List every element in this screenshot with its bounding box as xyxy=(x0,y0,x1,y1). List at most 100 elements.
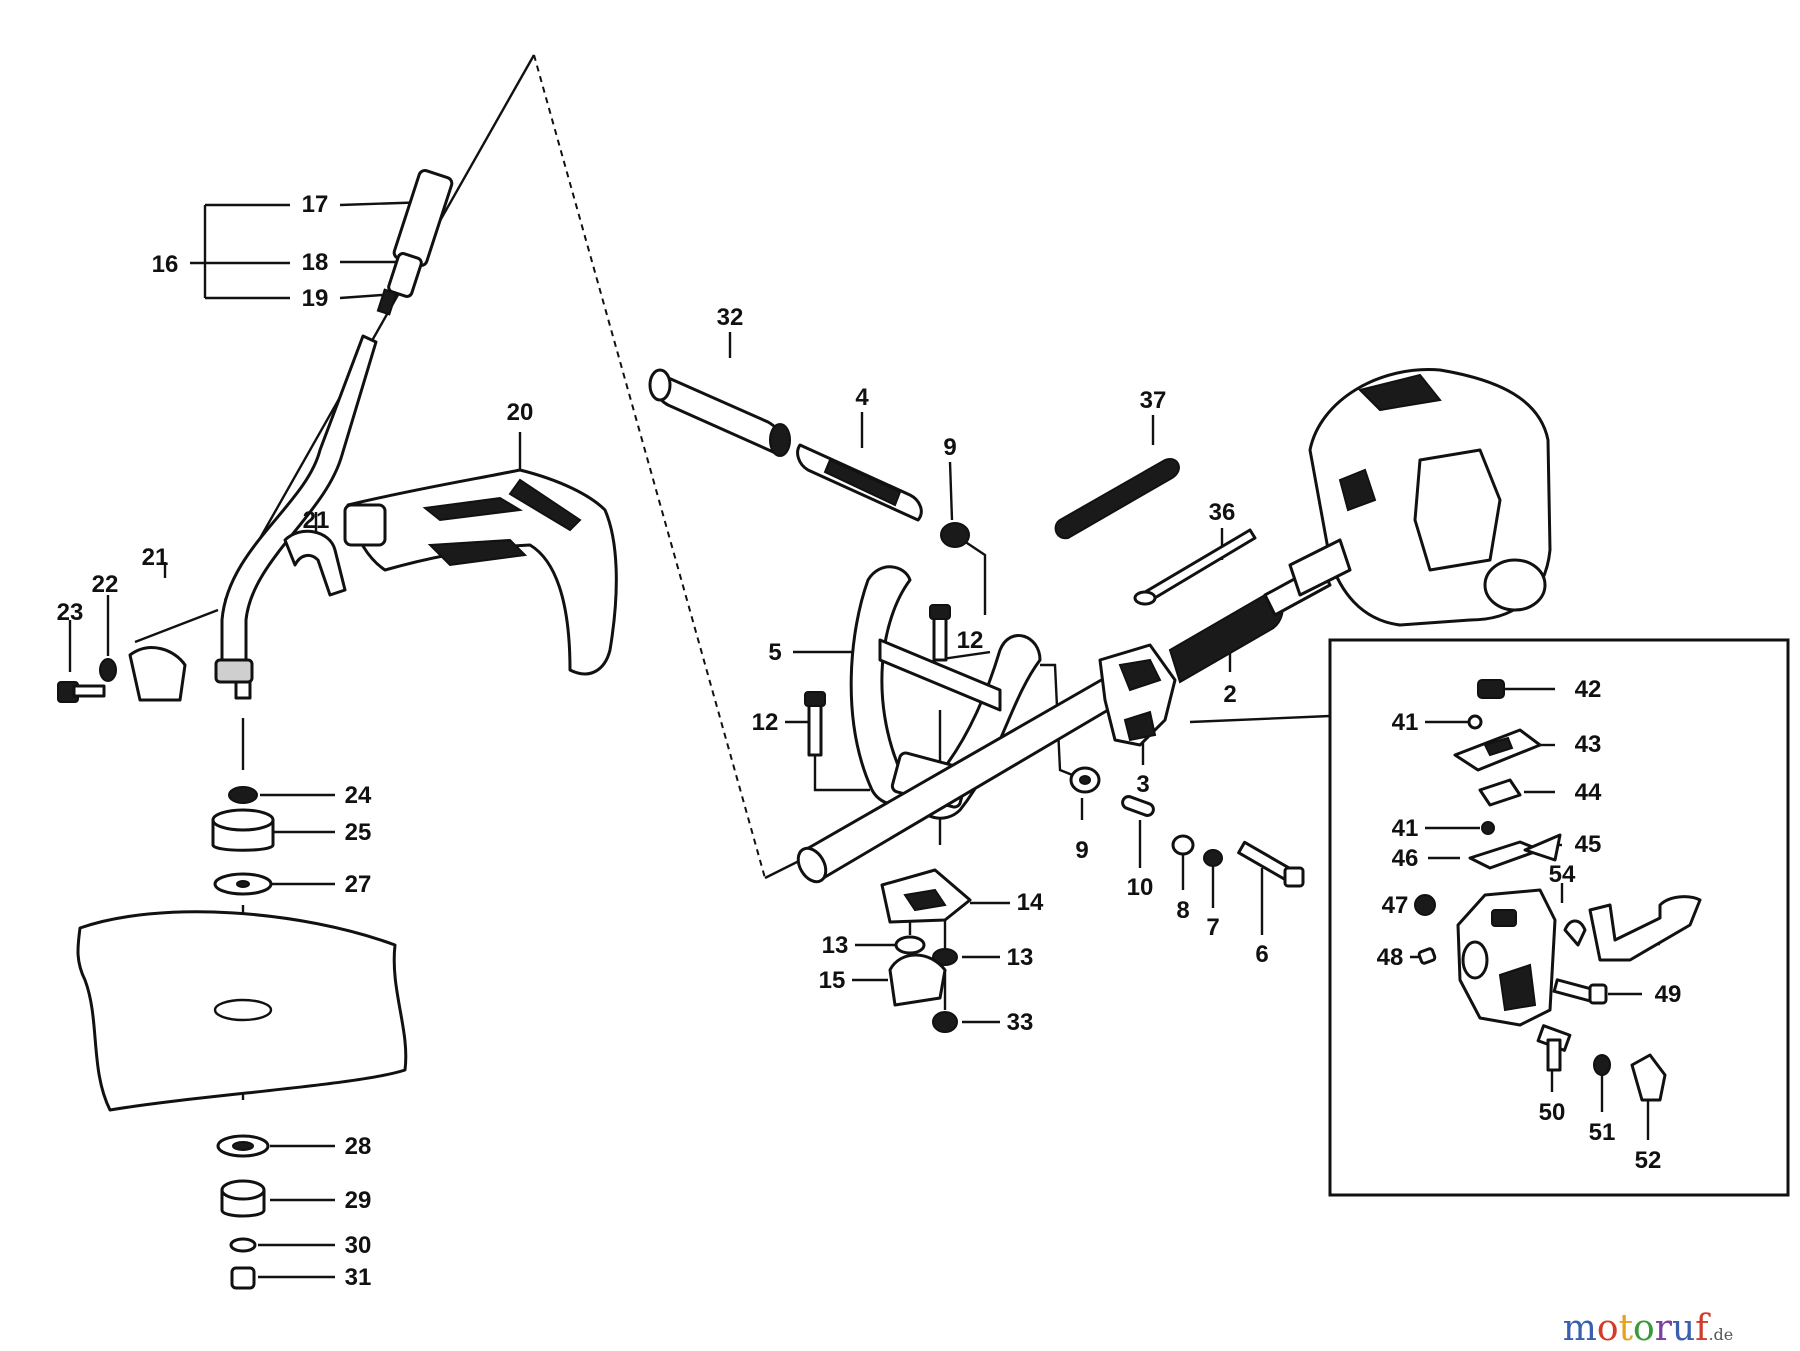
shaft-end xyxy=(234,680,252,700)
watermark-letter: m xyxy=(1563,1308,1597,1349)
shaft-collar xyxy=(214,658,254,684)
label-p20: 20 xyxy=(507,399,534,426)
spring-41-b xyxy=(1481,821,1495,835)
saw-blade xyxy=(76,910,408,1112)
lever-54 xyxy=(1588,895,1702,962)
washer-24 xyxy=(228,786,258,804)
nut-33 xyxy=(932,1011,958,1033)
spring-4 xyxy=(796,443,923,522)
part-number-labels: 17 18 19 16 20 21 21 22 23 24 25 27 28 2… xyxy=(57,191,1682,1291)
watermark-tld: .de xyxy=(1708,1325,1733,1344)
inset-box xyxy=(1328,638,1790,1197)
label-p41a: 41 xyxy=(1392,709,1419,736)
grip-32 xyxy=(648,368,791,457)
label-p48: 48 xyxy=(1377,944,1404,971)
watermark-letter: r xyxy=(1655,1308,1673,1349)
label-p31: 31 xyxy=(345,1264,372,1291)
label-p27: 27 xyxy=(345,871,372,898)
nut-7 xyxy=(1203,849,1223,867)
part-44 xyxy=(1478,778,1522,807)
label-p42: 42 xyxy=(1575,676,1602,703)
cap-42 xyxy=(1477,679,1505,699)
label-p50: 50 xyxy=(1539,1099,1566,1126)
washer-13-a xyxy=(894,935,926,955)
label-p5: 5 xyxy=(768,639,781,666)
label-p30: 30 xyxy=(345,1232,372,1259)
label-p37: 37 xyxy=(1140,387,1167,414)
label-p28: 28 xyxy=(345,1133,372,1160)
label-p24: 24 xyxy=(345,782,372,809)
label-p12a: 12 xyxy=(957,627,984,654)
label-p9b: 9 xyxy=(1075,837,1088,864)
label-p23: 23 xyxy=(57,599,84,626)
clamp-21-lower xyxy=(128,646,187,702)
label-p12b: 12 xyxy=(752,709,779,736)
label-p7: 7 xyxy=(1206,914,1219,941)
watermark-letter: u xyxy=(1672,1308,1695,1349)
label-p46: 46 xyxy=(1392,845,1419,872)
drive-shaft-assembly xyxy=(214,169,454,700)
label-p21b: 21 xyxy=(142,544,169,571)
bolt-23 xyxy=(57,681,106,703)
label-p25: 25 xyxy=(345,819,372,846)
blade-guard-20 xyxy=(343,468,618,676)
washer-8 xyxy=(1171,834,1195,856)
label-p6: 6 xyxy=(1255,941,1268,968)
pin-10 xyxy=(1121,795,1155,817)
label-p3: 3 xyxy=(1136,771,1149,798)
lower-clamp-14 xyxy=(880,868,972,924)
label-p4: 4 xyxy=(855,384,869,411)
watermark-letter: f xyxy=(1695,1308,1711,1349)
label-p45: 45 xyxy=(1575,831,1602,858)
label-p17: 17 xyxy=(302,191,329,218)
washer-13-b xyxy=(932,948,958,966)
label-p18: 18 xyxy=(302,249,329,276)
inner-cable-18 xyxy=(387,252,423,298)
label-p47: 47 xyxy=(1382,892,1409,919)
label-p13b: 13 xyxy=(1007,944,1034,971)
washer-22 xyxy=(99,658,117,682)
label-p10: 10 xyxy=(1127,874,1154,901)
bolt-49 xyxy=(1552,978,1608,1005)
watermark-letter: o xyxy=(1597,1308,1619,1349)
label-p9a: 9 xyxy=(943,434,956,461)
label-p51: 51 xyxy=(1589,1119,1616,1146)
label-p13a: 13 xyxy=(822,932,849,959)
engine-unit xyxy=(1288,368,1552,627)
label-p22: 22 xyxy=(92,571,119,598)
label-p53: 54 xyxy=(1549,861,1576,888)
spring-41-a xyxy=(1467,714,1483,730)
spring-53 xyxy=(1563,919,1587,947)
screw-51 xyxy=(1593,1054,1611,1076)
label-p21a: 21 xyxy=(303,507,330,534)
leader-lines xyxy=(68,54,1660,1279)
label-p33: 33 xyxy=(1007,1009,1034,1036)
watermark-letter: o xyxy=(1633,1308,1655,1349)
bolt-6 xyxy=(1237,840,1305,888)
label-p16: 16 xyxy=(152,251,179,278)
spring-37 xyxy=(1054,458,1180,540)
label-p15: 15 xyxy=(819,967,846,994)
label-p43: 43 xyxy=(1575,731,1602,758)
label-p36: 36 xyxy=(1209,499,1236,526)
watermark-text: motoruf.de xyxy=(1563,1308,1734,1349)
label-p41b: 41 xyxy=(1392,815,1419,842)
bolt-50 xyxy=(1536,1024,1572,1072)
cover-52 xyxy=(1630,1053,1667,1102)
bolt-12-a xyxy=(929,604,951,662)
throttle-housing-3 xyxy=(1098,643,1177,747)
label-p14: 14 xyxy=(1017,889,1044,916)
label-p19: 19 xyxy=(302,285,329,312)
cable-36 xyxy=(1133,528,1257,606)
bent-shaft-tube xyxy=(220,334,378,670)
label-p49: 49 xyxy=(1655,981,1682,1008)
blade-hardware xyxy=(76,786,408,1290)
watermark: motoruf.de xyxy=(1563,1308,1734,1349)
nut-31 xyxy=(230,1266,256,1290)
cable-tip-19 xyxy=(376,288,398,316)
clamp-21-upper xyxy=(283,529,347,597)
bolt-48 xyxy=(1417,947,1437,965)
knob-15 xyxy=(888,953,947,1007)
